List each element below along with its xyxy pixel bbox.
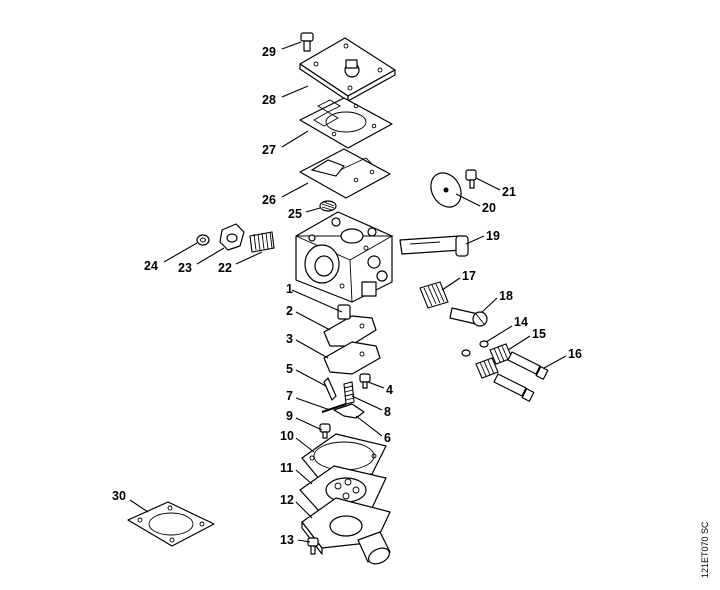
part-15-springs: [475, 343, 513, 379]
label-10: 10: [280, 429, 294, 443]
part-22-spring: [249, 231, 275, 253]
label-20: 20: [482, 201, 496, 215]
label-22: 22: [218, 261, 232, 275]
leader-6: [355, 415, 383, 437]
label-15: 15: [532, 327, 546, 341]
label-2: 2: [286, 304, 293, 318]
leader-13: [297, 539, 311, 543]
leader-4: [367, 381, 385, 389]
label-13: 13: [280, 533, 294, 547]
part-24-plug: [196, 234, 210, 246]
leader-20: [455, 193, 481, 207]
label-11: 11: [280, 461, 293, 475]
leader-24: [163, 242, 198, 263]
label-29: 29: [262, 45, 276, 59]
leader-8: [351, 395, 383, 411]
label-16: 16: [568, 347, 582, 361]
part-8-spring: [343, 381, 355, 405]
leader-25: [305, 207, 321, 213]
drawing-code: 121ET070 SC: [700, 521, 710, 578]
leader-12: [295, 501, 313, 519]
label-8: 8: [384, 405, 391, 419]
part-6-inlet-lever: [333, 403, 365, 419]
leader-28: [281, 85, 309, 98]
label-25: 25: [288, 207, 302, 221]
label-26: 26: [262, 193, 276, 207]
label-23: 23: [178, 261, 192, 275]
part-28-cover-plate: [299, 37, 396, 102]
part-7-spindle: [321, 403, 347, 413]
leader-23: [196, 247, 225, 265]
label-21: 21: [502, 185, 516, 199]
part-25-screen: [319, 200, 337, 212]
leader-lines: [129, 41, 567, 543]
part-27-gasket: [299, 97, 393, 149]
label-5: 5: [286, 362, 293, 376]
label-27: 27: [262, 143, 276, 157]
label-18: 18: [499, 289, 513, 303]
leader-15: [507, 335, 531, 351]
leader-1: [291, 289, 343, 313]
part-12-end-cover: [301, 497, 391, 565]
part-5-inlet-needle: [323, 377, 337, 401]
label-4: 4: [386, 383, 393, 397]
leader-22: [235, 251, 263, 265]
part-29-screw: [300, 32, 314, 52]
leader-18: [481, 297, 498, 313]
label-24: 24: [144, 259, 158, 273]
leader-27: [281, 130, 309, 148]
part-17-spring: [419, 281, 449, 309]
label-17: 17: [462, 269, 476, 283]
leader-9: [295, 417, 323, 431]
label-14: 14: [514, 315, 528, 329]
label-6: 6: [384, 431, 391, 445]
part-21-screw: [465, 169, 477, 189]
leader-19: [465, 235, 485, 245]
label-28: 28: [262, 93, 276, 107]
part-30-gasket: [127, 501, 215, 547]
leader-26: [281, 182, 309, 198]
label-9: 9: [286, 409, 293, 423]
part-16-adjusting-screws: [493, 351, 549, 402]
leader-30: [129, 499, 149, 513]
leader-11: [295, 469, 313, 485]
leader-17: [441, 277, 461, 291]
label-1: 1: [286, 282, 293, 296]
part-11-diaphragm: [299, 465, 387, 513]
part-14-o-rings: [461, 340, 489, 357]
part-3-plate: [323, 341, 381, 375]
label-7: 7: [286, 389, 293, 403]
part-4-screw: [359, 373, 371, 389]
leader-10: [295, 437, 315, 453]
label-3: 3: [286, 332, 293, 346]
leader-2: [295, 311, 331, 331]
part-23-lever: [219, 223, 245, 251]
leader-3: [295, 339, 329, 359]
part-2-plate: [323, 304, 377, 347]
leader-29: [281, 41, 302, 50]
label-30: 30: [112, 489, 126, 503]
part-labels: 29 28 27 26 25 19 21 20 24 23 22 17 18 1…: [112, 45, 582, 547]
part-26-diaphragm: [299, 148, 391, 199]
leader-5: [295, 369, 327, 387]
part-18-screw: [449, 307, 488, 327]
carburetor-body: [295, 211, 394, 303]
leader-14: [485, 325, 513, 343]
part-19-throttle-shaft: [399, 235, 469, 257]
part-9-screw: [319, 423, 331, 439]
label-12: 12: [280, 493, 294, 507]
part-13-screw: [307, 537, 319, 555]
label-19: 19: [486, 229, 500, 243]
leader-21: [475, 177, 501, 191]
leader-7: [295, 397, 331, 411]
leader-16: [543, 355, 567, 369]
part-20-shutter: [430, 172, 462, 208]
